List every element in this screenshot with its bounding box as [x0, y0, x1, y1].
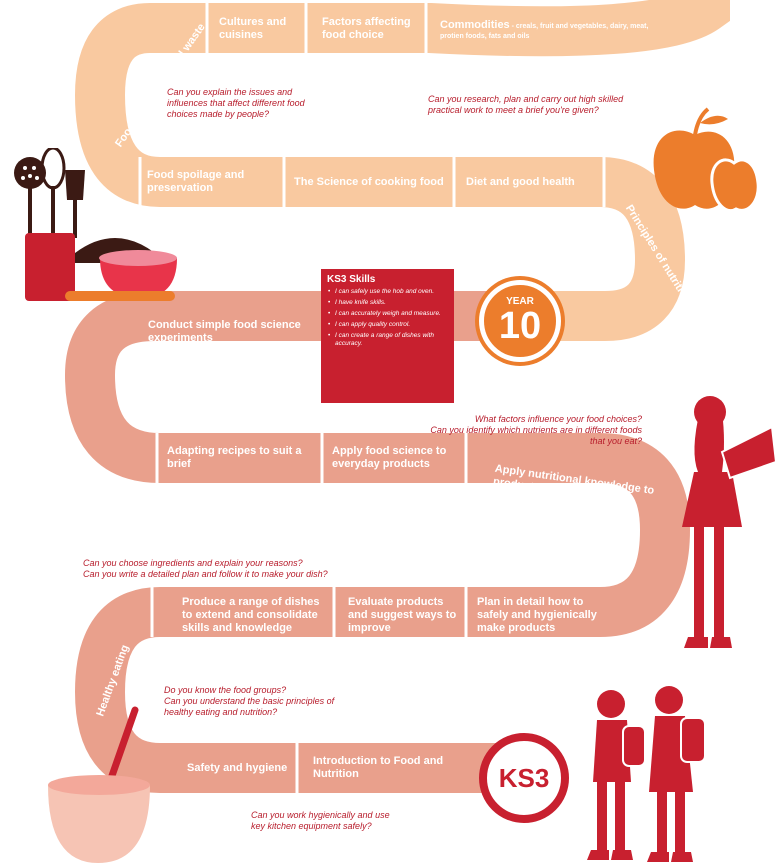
segment-commodities: Commodities - creals, fruit and vegetabl… — [436, 10, 661, 48]
questions-y9: What factors influence your food choices… — [372, 414, 642, 447]
year-word: YEAR — [506, 296, 534, 307]
skill-item: I have knife skills. — [328, 299, 448, 307]
questions-bottom: Can you work hygienically and use key ki… — [251, 810, 390, 832]
ks3-badge: KS3 — [479, 733, 569, 823]
q-line: choices made by people? — [167, 109, 270, 119]
commodities-detail: - creals, fruit and vegetables, dairy, m… — [440, 23, 649, 40]
segment-intro-food-nutrition: Introduction to Food and Nutrition — [313, 755, 444, 780]
girl-reading-illustration — [682, 396, 778, 648]
q-line: key kitchen equipment safely? — [251, 821, 372, 831]
segment-spoilage: Food spoilage and preservation — [147, 169, 245, 194]
q-line: Can you understand the basic principles … — [164, 696, 335, 706]
skill-item: I can safely use the hob and oven. — [328, 288, 448, 296]
mixing-bowl-whisk-illustration — [48, 706, 150, 863]
segment-diet: Diet and good health — [466, 175, 575, 188]
segment-science: The Science of cooking food — [294, 175, 444, 188]
questions-y11-right: Can you research, plan and carry out hig… — [428, 94, 623, 116]
kitchen-utensils-illustration — [14, 148, 177, 301]
segment-evaluate: Evaluate products and suggest ways to im… — [348, 595, 457, 634]
segment-safety-hygiene: Safety and hygiene — [187, 761, 288, 774]
q-line: Do you know the food groups? — [164, 685, 287, 695]
q-line: Can you identify which nutrients are in … — [430, 425, 642, 435]
q-line: Can you research, plan and carry out hig… — [428, 94, 624, 104]
q-line: What factors influence your food choices… — [474, 414, 642, 424]
q-line: Can you write a detailed plan and follow… — [83, 569, 328, 579]
q-line: practical work to meet a brief you're gi… — [428, 105, 599, 115]
skill-item: I can create a range of dishes with accu… — [328, 332, 448, 348]
segment-produce-dishes: Produce a range of dishes to extend and … — [182, 595, 320, 634]
questions-y11-left: Can you explain the issues and influence… — [167, 87, 305, 120]
ks3-badge-text: KS3 — [498, 762, 550, 793]
segment-food-science-experiments: Conduct simple food science experiments — [148, 319, 301, 344]
q-line: Can you choose ingredients and explain y… — [83, 558, 303, 568]
q-line: influences that affect different food — [167, 98, 305, 108]
segment-factors: Factors affecting food choice — [322, 16, 411, 41]
q-line: that you eat? — [589, 436, 642, 446]
segment-plan: Plan in detail how to safely and hygieni… — [477, 595, 597, 634]
q-line: Can you work hygienically and use — [251, 810, 390, 820]
questions-y8: Can you choose ingredients and explain y… — [83, 558, 328, 580]
year-number: 10 — [498, 305, 542, 347]
q-line: healthy eating and nutrition? — [164, 707, 278, 717]
ks3-skills-title: KS3 Skills — [327, 274, 376, 285]
skill-item: I can accurately weigh and measure. — [328, 310, 448, 318]
segment-apply-food-science: Apply food science to everyday products — [332, 445, 447, 470]
segment-cultures: Cultures and cuisines — [219, 16, 287, 41]
ks3-skills-box: KS3 Skills I can safely use the hob and … — [321, 269, 454, 403]
q-line: Can you explain the issues and — [167, 87, 293, 97]
ks3-skills-list: I can safely use the hob and oven. I hav… — [327, 288, 448, 348]
year-10-badge: YEAR 10 — [479, 280, 561, 362]
questions-y7: Do you know the food groups? Can you und… — [164, 685, 334, 718]
skill-item: I can apply quality control. — [328, 321, 448, 329]
commodities-title: Commodities — [440, 19, 510, 31]
children-with-backpacks-illustration — [587, 686, 706, 862]
segment-adapting-recipes: Adapting recipes to suit a brief — [167, 445, 302, 470]
apples-illustration — [653, 107, 760, 212]
